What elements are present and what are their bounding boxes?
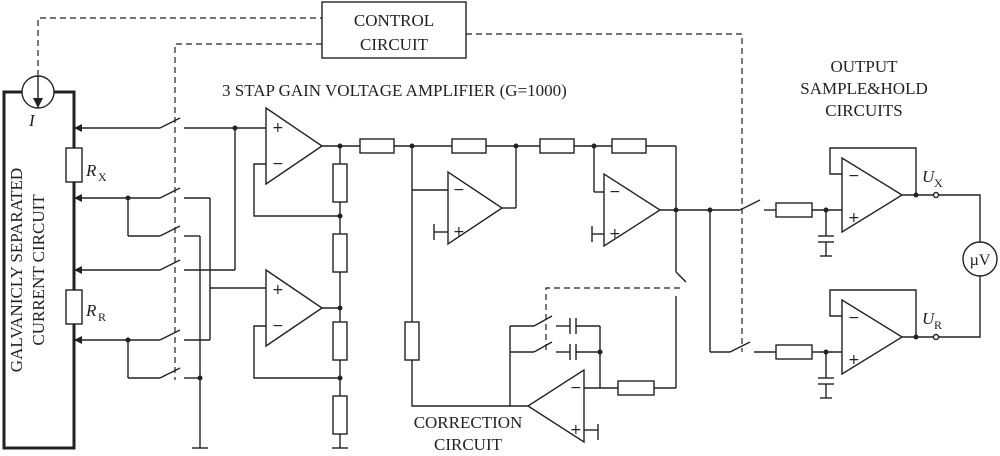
svg-text:U: U xyxy=(922,167,936,186)
stage-3: − + xyxy=(539,138,740,388)
svg-text:R: R xyxy=(85,161,97,180)
svg-text:+: + xyxy=(453,224,465,240)
svg-text:−: − xyxy=(570,380,582,396)
svg-text:+: + xyxy=(272,120,284,136)
svg-text:+: + xyxy=(848,210,860,226)
current-source-icon: I xyxy=(21,75,55,130)
control-label-line1: CONTROL xyxy=(354,11,434,30)
svg-text:+: + xyxy=(570,422,582,438)
svg-text:+: + xyxy=(848,352,860,368)
galvanic-current-circuit: GALVANICLY SEPARATED CURRENT CIRCUIT xyxy=(2,90,76,450)
svg-text:R: R xyxy=(98,310,106,324)
svg-text:−: − xyxy=(272,318,284,334)
output-label-line1: OUTPUT xyxy=(830,57,898,76)
tap-wires xyxy=(74,124,160,344)
correction-label-line2: CIRCUIT xyxy=(434,435,503,454)
amplifier-title: 3 STAP GAIN VOLTAGE AMPLIFIER (G=1000) xyxy=(222,81,567,100)
svg-text:−: − xyxy=(453,182,465,198)
resistor-rr: R R xyxy=(65,289,106,325)
opamp-input-1: + − xyxy=(235,106,360,217)
correction-circuit: − + CORRECTION CIRCUIT xyxy=(414,315,676,454)
input-switches xyxy=(125,117,238,449)
stage-2: − + xyxy=(359,138,540,407)
svg-text:−: − xyxy=(848,168,860,184)
sample-hold-x: − + U X xyxy=(739,147,943,257)
svg-text:−: − xyxy=(609,184,621,200)
resistor-ladder xyxy=(332,143,348,449)
correction-label-line1: CORRECTION xyxy=(414,413,523,432)
voltmeter-label: µV xyxy=(970,252,991,269)
svg-text:−: − xyxy=(848,310,860,326)
svg-text:R: R xyxy=(934,318,942,332)
output-label-line2: SAMPLE&HOLD xyxy=(800,79,928,98)
current-symbol-label: I xyxy=(28,111,36,130)
resistor-rx: R X xyxy=(65,147,107,184)
svg-text:X: X xyxy=(98,170,107,184)
microvoltmeter-icon: µV xyxy=(938,194,998,338)
galvanic-label-line2: CURRENT CIRCUIT xyxy=(29,194,48,346)
output-label-line3: CIRCUITS xyxy=(825,101,902,120)
control-label-line2: CIRCUIT xyxy=(360,35,429,54)
svg-text:R: R xyxy=(85,301,97,320)
svg-text:+: + xyxy=(609,226,621,242)
svg-text:−: − xyxy=(272,156,284,172)
svg-text:X: X xyxy=(934,176,943,190)
control-circuit-box: CONTROL CIRCUIT xyxy=(321,1,467,59)
opamp-input-2: + − xyxy=(210,128,340,379)
svg-text:+: + xyxy=(272,282,284,298)
sample-hold-r: − + U R xyxy=(710,289,942,399)
galvanic-label-line1: GALVANICLY SEPARATED xyxy=(7,168,26,372)
svg-text:U: U xyxy=(922,309,936,328)
